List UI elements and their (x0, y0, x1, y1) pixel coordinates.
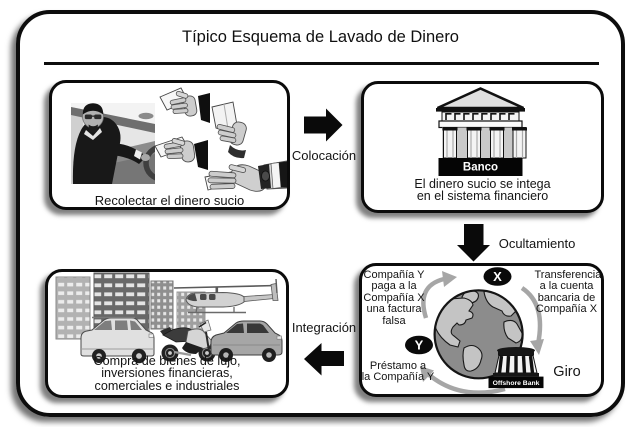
bank-caption-line1: El dinero sucio se intega (414, 177, 551, 191)
transfer-line: Transferencia (534, 268, 602, 281)
invoice-line: una factura (366, 303, 422, 316)
offshore-box: Offshore Bank X Y Compañía Y paga a la C… (359, 262, 604, 397)
transfer-line: a la cuenta (539, 280, 594, 293)
offshore-bank-icon: Offshore Bank (488, 346, 544, 388)
node-y-label: Y (415, 337, 424, 352)
collect-money-illustration (71, 87, 287, 192)
invoice-line: Compañía X (363, 291, 425, 304)
node-y: Y (405, 335, 433, 354)
hand-with-bill-top (159, 87, 210, 123)
bank-building-label: Banco (463, 162, 498, 174)
bank-columns (442, 127, 527, 159)
integration-arrow-icon (304, 343, 344, 376)
loan-text: Préstamo a la Compañía Y (360, 359, 436, 384)
giro-label: Giro (553, 364, 581, 380)
placement-arrow-label: Colocación (291, 147, 357, 163)
offshore-bank-label: Offshore Bank (493, 380, 540, 387)
bank-building-icon: Banco (436, 87, 527, 176)
cycle-arrows (421, 276, 543, 394)
bank-caption: El dinero sucio se intega en el sistema … (364, 177, 601, 204)
diagram-title: Típico Esquema de Lavado de Dinero (181, 27, 459, 46)
hand-with-bill-bottom (204, 160, 287, 192)
luxury-caption: Compra de bienes de lujo, inversiones fi… (48, 354, 286, 393)
luxury-caption-line: inversiones financieras, (101, 366, 233, 381)
transfer-text: Transferencia a la cuenta bancaria de Co… (534, 268, 602, 316)
luxury-illustration (55, 272, 283, 363)
hand-with-bill-right (211, 101, 247, 159)
bank-caption-line2: en el sistema financiero (416, 189, 549, 204)
cycle-arrowheads (420, 270, 544, 382)
bank-illustration: Banco (436, 87, 527, 176)
luxury-caption-line: comerciales e industriales (94, 378, 240, 393)
concealment-arrow-label: Ocultamiento (498, 235, 576, 251)
bank-box: Banco El dinero sucio se intega en el si… (361, 81, 604, 213)
title-underline (44, 61, 599, 65)
motorcycle-icon (160, 319, 216, 361)
offshore-illustration: Offshore Bank X Y (405, 266, 544, 394)
collect-caption: Recolectar el dinero sucio (94, 193, 245, 208)
node-x: X (483, 266, 512, 286)
integration-arrow-label: Integración (291, 319, 357, 335)
transfer-line: bancaria de (537, 291, 596, 304)
concealment-arrow-icon (456, 224, 490, 262)
placement-arrow-icon (304, 108, 343, 142)
loan-line: la Compañía Y (361, 371, 435, 384)
hand-with-bill-middle (154, 136, 208, 170)
luxury-caption-line: Compra de bienes de lujo, (93, 354, 241, 368)
invoice-line: paga a la (371, 280, 417, 293)
collect-money-box: Recolectar el dinero sucio (49, 80, 290, 210)
invoice-line: falsa (382, 314, 406, 327)
transfer-line: Compañía X (535, 303, 598, 316)
outer-frame (16, 10, 625, 417)
sedan-icon (210, 320, 283, 362)
luxury-box: Compra de bienes de lujo, inversiones fi… (45, 268, 289, 398)
man-in-car-photo (71, 103, 155, 184)
invoice-text: Compañía Y paga a la Compañía X una fact… (360, 268, 428, 328)
invoice-line: Compañía Y (363, 268, 425, 281)
helicopter-icon (173, 278, 279, 313)
loan-line: Préstamo a (369, 359, 427, 372)
suv-icon (80, 316, 155, 363)
node-x-label: X (493, 269, 502, 284)
